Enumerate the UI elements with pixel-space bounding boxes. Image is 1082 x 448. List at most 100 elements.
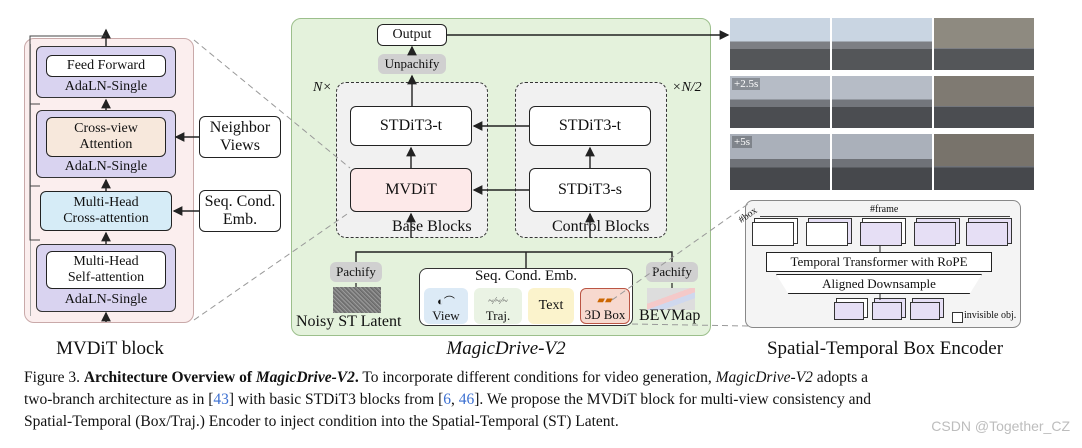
output-label: Output <box>392 27 432 42</box>
neighbor-label: Neighbor <box>209 119 271 136</box>
caption-line1-italic: MagicDrive-V2 <box>715 369 813 386</box>
mvdit-panel-title: MVDiT block <box>56 338 164 359</box>
stdit3-t-label: STDiT3-t <box>558 117 622 134</box>
mvdit-block: MVDiT <box>350 168 472 212</box>
self-attention-label: Self-attention <box>67 270 145 285</box>
adaln-single-3: AdaLN-Single <box>36 291 176 309</box>
zoom-line <box>193 39 351 169</box>
citation-link-46[interactable]: 46 <box>458 391 475 408</box>
caption-fig-number: Figure 3. <box>24 369 80 386</box>
n-times-label: N× <box>313 80 332 95</box>
adaln-single-label: AdaLN-Single <box>64 79 148 94</box>
view-label: View <box>432 308 460 323</box>
token-stack <box>834 302 864 320</box>
frame-divider <box>932 134 934 190</box>
caption-line3: Spatial-Temporal (Box/Traj.) Encoder to … <box>24 413 619 430</box>
stdit3-t-base-block: STDiT3-t <box>350 106 472 146</box>
pachify-right-line <box>590 251 673 262</box>
watermark: CSDN @Together_CZ <box>931 418 1070 434</box>
time-label-2-5s: +2.5s <box>732 78 761 90</box>
box3d-label: 3D Box <box>584 307 626 322</box>
frame-row-1 <box>730 76 1034 128</box>
traj-label: Traj. <box>485 308 511 323</box>
citation-link-6[interactable]: 6 <box>443 391 451 408</box>
frame-divider <box>830 76 832 128</box>
box3d-chip: ▰▰ 3D Box <box>580 288 630 324</box>
token-stack <box>966 222 1008 246</box>
figure-caption: Figure 3. Architecture Overview of Magic… <box>24 367 1064 433</box>
text-chip: Text <box>528 288 574 324</box>
pachify-right-box: Pachify <box>646 262 698 282</box>
noisy-latent-image <box>333 287 381 313</box>
box3d-icon: ▰▰ <box>597 295 613 306</box>
token-stack <box>860 222 902 246</box>
seq-cond-emb-title: Seq. Cond. Emb. <box>474 268 578 284</box>
trajectory-icon: ~⁄~⁄~ <box>488 296 508 307</box>
frame-row-2 <box>730 134 1034 190</box>
temporal-transformer-label: Temporal Transformer with RoPE <box>790 254 968 269</box>
control-blocks-label: Control Blocks <box>552 218 650 235</box>
adaln-single-label: AdaLN-Single <box>64 292 148 307</box>
building-photo <box>934 76 1034 106</box>
seq-cond-emb-box: Seq. Cond. Emb. <box>199 190 281 232</box>
attention-label: Attention <box>79 137 133 152</box>
invisible-legend-label: invisible obj. <box>964 310 1017 321</box>
multi-head-label: Multi-Head <box>73 254 139 269</box>
camera-icon: ◐⌒ <box>437 296 455 308</box>
feed-forward-label: Feed Forward <box>66 58 146 73</box>
caption-title: Architecture Overview of MagicDrive-V2. <box>83 369 359 386</box>
aligned-downsample-label: Aligned Downsample <box>822 276 936 291</box>
token-stack <box>910 302 940 320</box>
emb-label: Emb. <box>222 211 258 228</box>
frame-divider <box>932 76 934 128</box>
adaln-single-label: AdaLN-Single <box>64 159 148 174</box>
token-stack <box>752 222 794 246</box>
temporal-transformer-box: Temporal Transformer with RoPE <box>766 252 992 272</box>
view-chip: ◐⌒ View <box>424 288 468 324</box>
box-encoder-panel-title: Spatial-Temporal Box Encoder <box>766 338 1004 359</box>
n-half-label: ×N/2 <box>672 80 702 95</box>
text-label: Text <box>538 298 564 313</box>
stdit3-t-control-block: STDiT3-t <box>529 106 651 146</box>
frame-row-0 <box>730 18 1034 70</box>
cross-view-label: Cross-view <box>74 121 138 136</box>
pachify-left-box: Pachify <box>330 262 382 282</box>
frame-count-label: #frame <box>870 204 899 215</box>
cross-attention-label: Cross-attention <box>63 211 149 226</box>
residual-line <box>29 35 106 105</box>
stdit3-s-control-block: STDiT3-s <box>529 168 651 212</box>
frame-divider <box>830 18 832 70</box>
views-label: Views <box>220 137 260 154</box>
feed-forward-block: Feed Forward <box>46 55 166 77</box>
unpachify-label: Unpachify <box>384 56 440 71</box>
bevmap-image <box>647 288 695 310</box>
unpachify-box: Unpachify <box>378 54 446 74</box>
zoom-line <box>193 211 351 321</box>
adaln-single-1: AdaLN-Single <box>36 78 176 96</box>
pachify-label: Pachify <box>336 264 376 279</box>
cross-view-attention-block: Cross-view Attention <box>46 117 166 157</box>
noisy-latent-label: Noisy ST Latent <box>296 313 402 330</box>
multi-head-label: Multi-Head <box>73 195 139 210</box>
residual-line <box>29 104 40 187</box>
zoom-line <box>611 203 749 301</box>
stdit3-t-label: STDiT3-t <box>379 117 443 134</box>
caption-line2-b: ] with basic STDiT3 blocks from [ <box>228 391 444 408</box>
time-label-5s: +5s <box>732 136 752 148</box>
mh-cross-attention-block: Multi-Head Cross-attention <box>40 191 172 231</box>
caption-line1-b: adopts a <box>812 369 869 386</box>
citation-link-43[interactable]: 43 <box>213 391 229 408</box>
token-stack <box>806 222 848 246</box>
residual-line <box>29 186 40 241</box>
frame-divider <box>830 134 832 190</box>
mh-self-attention-block: Multi-Head Self-attention <box>46 251 166 289</box>
frame-brace <box>760 216 1010 221</box>
bevmap-label: BEVMap <box>639 307 701 324</box>
adaln-single-2: AdaLN-Single <box>36 158 176 176</box>
caption-ref-sep: , <box>451 391 459 408</box>
pachify-label: Pachify <box>652 264 692 279</box>
caption-line2-a: two-branch architecture as in [ <box>24 391 214 408</box>
building-photo <box>934 134 1034 166</box>
stdit3-s-label: STDiT3-s <box>558 181 622 198</box>
